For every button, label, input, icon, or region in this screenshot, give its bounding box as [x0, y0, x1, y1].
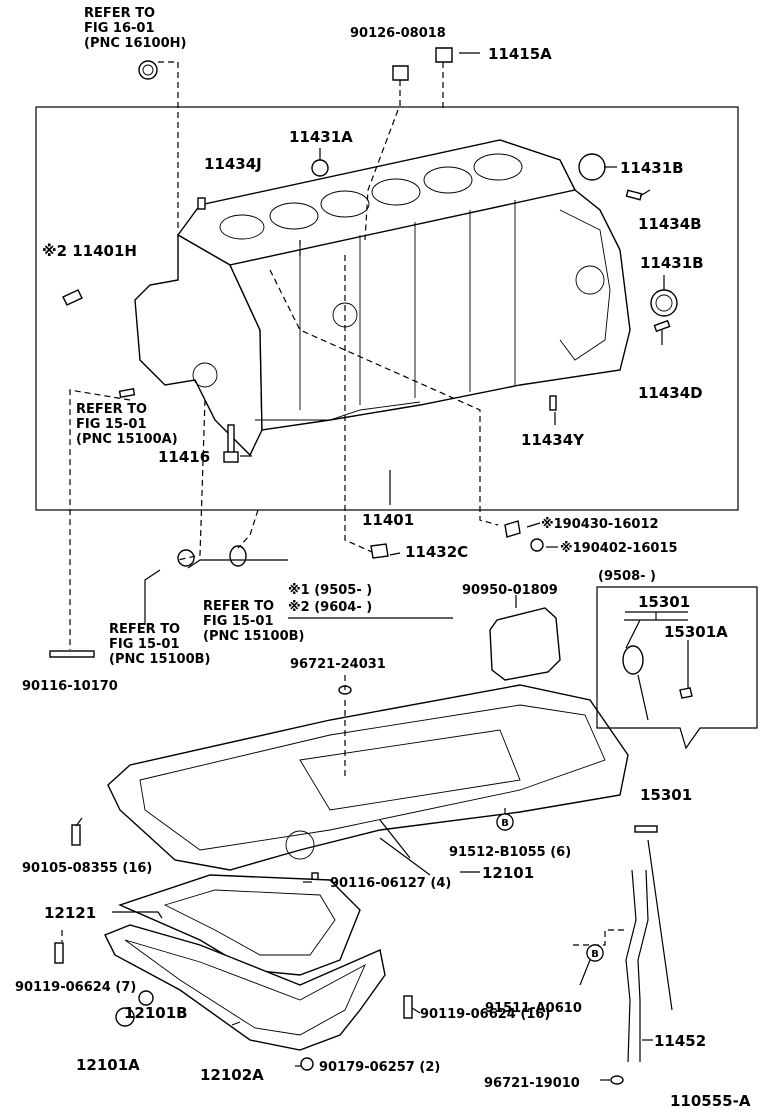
note-date-2: ※2 (9604- ): [288, 600, 372, 615]
part-label: 90116-06127 (4): [330, 876, 451, 891]
part-label: 11452: [654, 1032, 706, 1050]
svg-text:REFER TO: REFER TO: [84, 6, 155, 21]
part-label: 11431A: [289, 128, 353, 146]
part-label: 90126-08018: [350, 26, 446, 41]
part-label: 15301A: [664, 623, 728, 641]
part-label: 11431B: [620, 159, 684, 177]
inset-date-range: (9508- ): [598, 569, 656, 584]
diagram-id: 110555-A: [670, 1092, 751, 1110]
dipstick-drawing: [622, 645, 693, 1063]
svg-text:FIG 15-01: FIG 15-01: [109, 637, 180, 652]
svg-text:(PNC 15100B): (PNC 15100B): [109, 652, 211, 667]
part-label: 12102A: [200, 1066, 264, 1084]
note-date-1: ※1 (9505- ): [288, 583, 372, 598]
part-label: ※190430-16012: [541, 517, 659, 532]
part-label: ※2 11401H: [42, 242, 137, 260]
baffle-plate-drawing: [118, 874, 361, 976]
part-label: 11415A: [488, 45, 552, 63]
part-label: 90105-08355 (16): [22, 861, 152, 876]
engine-block-frame: [35, 106, 739, 511]
svg-text:FIG 16-01: FIG 16-01: [84, 21, 155, 36]
part-label: 15301: [638, 593, 690, 611]
part-label: 12121: [44, 904, 96, 922]
svg-text:B: B: [591, 949, 599, 960]
part-label: 11434Y: [521, 431, 585, 449]
dipstick-inset-box: [596, 586, 758, 750]
part-labels: 90126-08018 11415A 11431A 11431B 11434J …: [15, 26, 728, 1091]
part-label: 96721-19010: [484, 1076, 580, 1091]
part-label: 90116-10170: [22, 679, 118, 694]
part-label: 11401: [362, 511, 414, 529]
svg-text:(PNC 15100B): (PNC 15100B): [203, 629, 305, 644]
part-label: ※190402-16015: [560, 541, 678, 556]
svg-text:(PNC 16100H): (PNC 16100H): [84, 36, 186, 51]
svg-text:B: B: [501, 818, 509, 829]
part-label: 91512-B1055 (6): [449, 845, 571, 860]
svg-text:REFER TO: REFER TO: [76, 402, 147, 417]
part-label: 11416: [158, 448, 210, 466]
cylinder-block-drawing: [134, 139, 631, 457]
part-label: 11434D: [638, 384, 703, 402]
refer-note-mid: REFER TO FIG 15-01 (PNC 15100A): [76, 402, 178, 447]
bolt-marker-tube: B: [586, 944, 604, 962]
leader-lines: [61, 52, 665, 1081]
oil-pan-lower-drawing: [104, 924, 386, 1051]
part-label: 15301: [640, 786, 692, 804]
refer-note-top: REFER TO FIG 16-01 (PNC 16100H): [84, 6, 186, 51]
part-label: 12101A: [76, 1056, 140, 1074]
part-label: 96721-24031: [290, 657, 386, 672]
svg-text:REFER TO: REFER TO: [203, 599, 274, 614]
part-label: 11432C: [405, 543, 468, 561]
refer-note-low-left: REFER TO FIG 15-01 (PNC 15100B): [109, 622, 211, 667]
part-label: 91511-A0610: [485, 1001, 582, 1016]
svg-text:FIG 15-01: FIG 15-01: [76, 417, 147, 432]
part-label: 90179-06257 (2): [319, 1060, 440, 1075]
part-label: 11431B: [640, 254, 704, 272]
part-label: 90950-01809: [462, 583, 558, 598]
svg-text:REFER TO: REFER TO: [109, 622, 180, 637]
refer-note-low-right: REFER TO FIG 15-01 (PNC 15100B): [203, 599, 305, 644]
svg-text:FIG 15-01: FIG 15-01: [203, 614, 274, 629]
part-label: 12101: [482, 864, 534, 882]
oil-pan-upper-drawing: [107, 684, 629, 871]
small-parts: [49, 47, 678, 1085]
part-label: 11434J: [204, 155, 262, 173]
part-label: 12101B: [124, 1004, 188, 1022]
part-label: 90119-06624 (16): [420, 1007, 550, 1022]
bolt-marker-pan: B: [496, 813, 514, 831]
svg-text:(PNC 15100A): (PNC 15100A): [76, 432, 178, 447]
part-label: 90119-06624 (7): [15, 980, 136, 995]
part-label: 11434B: [638, 215, 702, 233]
